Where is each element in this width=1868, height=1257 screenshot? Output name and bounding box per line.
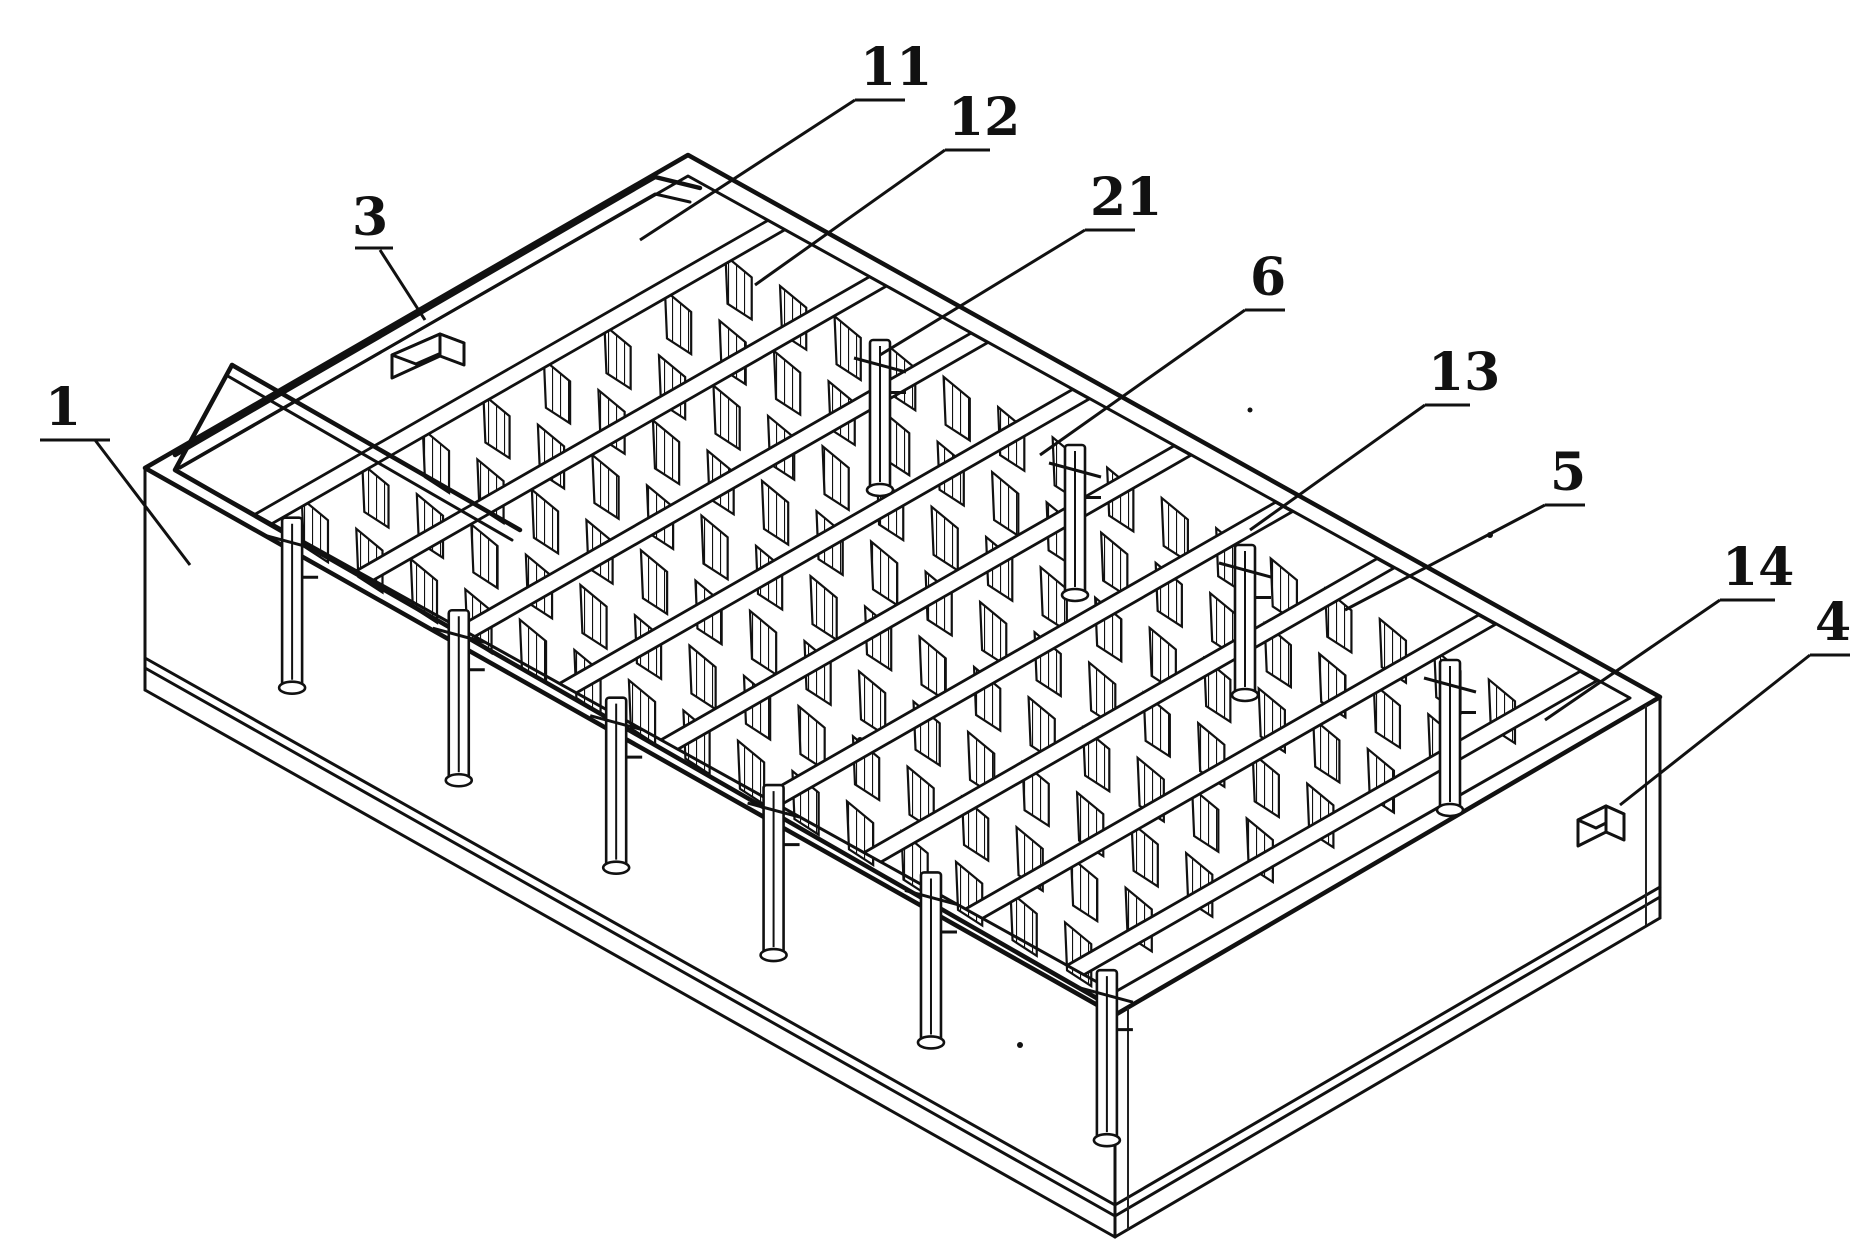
tank	[142, 152, 1663, 1239]
baffle-plate	[724, 253, 753, 322]
baffle-plate	[663, 287, 693, 357]
baffle-plate	[1039, 564, 1068, 633]
leader-12-arm	[754, 148, 946, 287]
baffle-plate	[470, 521, 499, 591]
suspension-rod	[904, 871, 958, 1050]
leader-1-arm	[93, 439, 192, 566]
suspension-rod	[747, 783, 800, 963]
suspension-rod	[265, 516, 319, 696]
baffle-plate	[857, 668, 887, 738]
baffle-plate	[797, 703, 826, 772]
label-12: 12	[948, 87, 1020, 148]
leader-11-arm	[639, 98, 856, 242]
leaders	[40, 98, 1850, 807]
label-21: 21	[1090, 167, 1162, 228]
diagonal-pipe	[229, 362, 523, 533]
baffle-plate	[1190, 785, 1220, 854]
baffle-plate	[942, 374, 971, 443]
leader-3-arm	[378, 249, 427, 321]
baffle-plate	[990, 469, 1020, 538]
baffle-plate	[978, 599, 1008, 668]
baffle-plate	[542, 357, 572, 426]
leader-6-arm	[1039, 308, 1246, 457]
baffle-plate	[930, 504, 959, 573]
main-pipe	[172, 174, 1103, 1003]
cross-beam	[861, 557, 1397, 864]
baffle-plate	[821, 443, 850, 512]
baffle-plate	[688, 643, 717, 712]
label-4: 4	[1815, 592, 1851, 653]
pipe-top-inner	[178, 192, 692, 470]
baffle-plate	[1130, 820, 1159, 889]
component-4	[1576, 804, 1626, 848]
leader-14-arm	[1544, 598, 1721, 722]
dot	[1247, 407, 1253, 413]
cross-beam	[556, 387, 1093, 695]
box-4-side	[1604, 804, 1626, 842]
baffle-plate	[482, 392, 511, 461]
suspension-rod	[1218, 543, 1272, 703]
diagonal-pipe-inner	[224, 373, 514, 542]
suspension-rods	[265, 338, 1477, 1148]
suspension-rod	[1080, 968, 1134, 1148]
baffle-plate	[639, 547, 669, 616]
baffle-plate	[1251, 750, 1280, 820]
component-3	[390, 332, 466, 380]
label-5: 5	[1550, 442, 1586, 503]
baffle-plate	[760, 478, 790, 547]
label-1: 1	[45, 377, 81, 438]
leader-4-arm	[1619, 653, 1811, 807]
cross-beam	[658, 444, 1194, 751]
baffle-plate	[1099, 530, 1129, 599]
baffle-plate	[530, 487, 560, 556]
cross-beams	[252, 218, 1600, 977]
baffle-plate	[1069, 855, 1099, 924]
label-3: 3	[352, 187, 388, 248]
label-6: 6	[1250, 247, 1286, 308]
leader-13-arm	[1249, 403, 1426, 532]
baffle-plate	[809, 573, 838, 642]
leader-5-arm	[1344, 503, 1546, 612]
suspension-rod	[853, 338, 907, 498]
baffle-plate	[845, 798, 875, 868]
label-13: 13	[1428, 342, 1500, 403]
baffle-plate	[748, 608, 778, 677]
baffle-plate	[833, 313, 862, 382]
baffle-plate	[579, 582, 608, 651]
leader-21-arm	[879, 228, 1086, 357]
cross-beam	[962, 613, 1499, 921]
baffle-plate	[700, 513, 729, 582]
baffle-plate	[603, 322, 632, 391]
suspension-rod	[1423, 658, 1477, 818]
baffle-plate	[1312, 716, 1341, 785]
baffle-plate	[651, 417, 681, 487]
pipe-outer	[172, 362, 1103, 1003]
baffle-plate	[712, 383, 741, 452]
baffle-plate	[591, 452, 620, 521]
label-11: 11	[860, 37, 932, 98]
baffle-plate	[1160, 495, 1189, 564]
baffle-plate	[361, 461, 390, 530]
baffle-plate	[1009, 889, 1038, 958]
suspension-rod	[589, 696, 643, 875]
baffle-plate	[772, 348, 802, 417]
pipe-top	[172, 174, 703, 458]
baffle-plate	[918, 634, 947, 703]
baffle-plate	[869, 539, 899, 608]
cross-beam	[353, 275, 890, 582]
baffle-plate	[1372, 681, 1402, 750]
dot	[1017, 1042, 1023, 1048]
box-3-side	[438, 332, 466, 367]
suspension-rod	[1048, 443, 1102, 603]
label-14: 14	[1722, 537, 1794, 598]
label-group: 1 3 11 12 21 6 13 5 14 4	[45, 37, 1851, 653]
cross-beam	[1064, 669, 1600, 977]
suspension-rod	[432, 608, 486, 788]
